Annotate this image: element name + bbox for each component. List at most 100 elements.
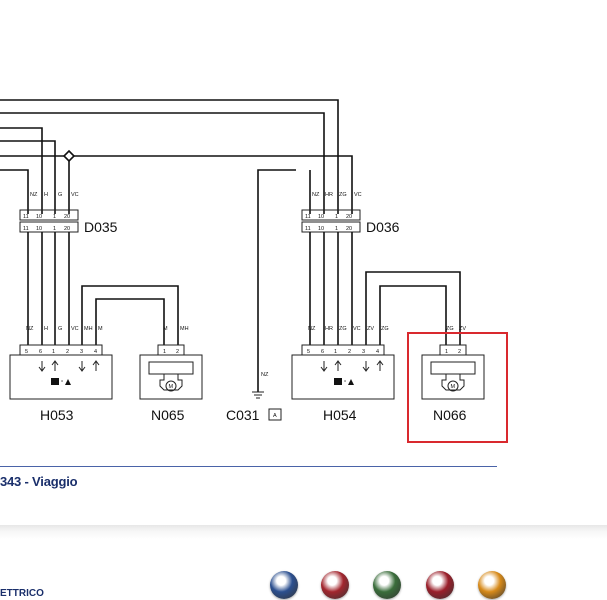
arrow-up-icon bbox=[376, 360, 384, 371]
d036-bottom-pin: 1 bbox=[335, 226, 338, 232]
wiring-diagram: 11 10 1 20 11 10 1 20 D035 NZ H G VC NZ … bbox=[0, 99, 508, 443]
fiat-professional-logo[interactable] bbox=[426, 571, 454, 599]
splice-d035: 11 10 1 20 11 10 1 20 D035 bbox=[19, 209, 118, 235]
arrow-down-icon bbox=[38, 361, 46, 372]
d035-wire-label: VC bbox=[71, 192, 79, 198]
wire-loop bbox=[365, 271, 461, 345]
svg-text:M: M bbox=[169, 384, 174, 390]
d035-bottom-pin: 20 bbox=[64, 226, 70, 232]
d036-bottom-pin: 20 bbox=[346, 226, 352, 232]
c031-badge: A bbox=[273, 413, 277, 419]
motor-icon bbox=[165, 380, 177, 392]
n066-wire-label: ZV bbox=[459, 326, 466, 332]
h054-wire-label: ZG bbox=[381, 326, 389, 332]
bus-wire-2 bbox=[0, 112, 325, 214]
d035-wire-label: H bbox=[44, 192, 48, 198]
n065-wire-label: M bbox=[163, 326, 168, 332]
caption-divider bbox=[0, 466, 497, 467]
n065-pin: 2 bbox=[176, 349, 179, 355]
h053-pin: 6 bbox=[39, 349, 42, 355]
h053-pin: 3 bbox=[80, 349, 83, 355]
component-n066: 1 2 M N066 bbox=[421, 344, 485, 423]
diagram-caption[interactable]: 343 - Viaggio bbox=[0, 474, 78, 489]
h054-wire-label: ZG bbox=[339, 326, 347, 332]
h053-wire-label: M bbox=[98, 326, 103, 332]
h053-wire-label: H bbox=[44, 326, 48, 332]
wire-loop bbox=[81, 285, 179, 345]
d035-top-pin: 20 bbox=[64, 214, 70, 220]
wire bbox=[257, 169, 296, 392]
h053-pin: 2 bbox=[66, 349, 69, 355]
mirror-heater-icon: ° bbox=[334, 378, 354, 386]
component-h054: 5 6 1 2 3 4 ° H054 bbox=[291, 344, 395, 423]
n066-code: N066 bbox=[433, 407, 467, 423]
d036-top-pin: 20 bbox=[346, 214, 352, 220]
d036-top-pin: 10 bbox=[318, 214, 324, 220]
n066-wire-label: ZG bbox=[446, 326, 454, 332]
d036-top-pin: 11 bbox=[305, 214, 311, 220]
n066-pin: 2 bbox=[458, 349, 461, 355]
lancia-logo[interactable] bbox=[270, 571, 298, 599]
h053-wire-label: G bbox=[58, 326, 62, 332]
h053-pin: 5 bbox=[25, 349, 28, 355]
fiat-logo[interactable] bbox=[321, 571, 349, 599]
h053-pin: 1 bbox=[52, 349, 55, 355]
bus-wire-1 bbox=[0, 99, 339, 214]
d035-top-pin: 10 bbox=[36, 214, 42, 220]
c031-wire-label: NZ bbox=[261, 372, 269, 378]
d035-wire-label: G bbox=[58, 192, 62, 198]
n066-pin: 1 bbox=[445, 349, 448, 355]
h053-wire-label: MH bbox=[84, 326, 93, 332]
h054-pin: 2 bbox=[348, 349, 351, 355]
c031-badge-box bbox=[268, 408, 282, 421]
d036-wire-label: HR bbox=[325, 192, 333, 198]
svg-text:°: ° bbox=[61, 380, 63, 386]
h054-pin: 1 bbox=[334, 349, 337, 355]
d035-bottom-pin: 11 bbox=[23, 226, 29, 232]
d036-wire-label: NZ bbox=[312, 192, 320, 198]
svg-text:M: M bbox=[451, 384, 456, 390]
wire-loop bbox=[95, 298, 165, 345]
d035-code: D035 bbox=[84, 219, 118, 235]
h054-wire-label: VC bbox=[353, 326, 361, 332]
arrow-down-icon bbox=[78, 361, 86, 372]
d036-wire-label: VC bbox=[354, 192, 362, 198]
selection-highlight bbox=[407, 332, 508, 443]
footer-label[interactable]: ETTRICO bbox=[0, 588, 44, 599]
h054-pin: 4 bbox=[376, 349, 379, 355]
abarth-logo[interactable] bbox=[478, 571, 506, 599]
bus-wire-3 bbox=[0, 127, 43, 214]
d035-top-pin: 1 bbox=[53, 214, 56, 220]
d036-wire-label: ZG bbox=[339, 192, 347, 198]
c031-code: C031 bbox=[226, 407, 260, 423]
n065-pin: 1 bbox=[163, 349, 166, 355]
arrow-down-icon bbox=[362, 361, 370, 372]
arrow-up-icon bbox=[51, 360, 59, 371]
arrow-down-icon bbox=[320, 361, 328, 372]
h054-wire-label: NZ bbox=[308, 326, 316, 332]
wire-loop bbox=[379, 285, 447, 345]
arrow-up-icon bbox=[334, 360, 342, 371]
arrow-up-icon bbox=[92, 360, 100, 371]
h053-code: H053 bbox=[40, 407, 74, 423]
d035-bottom-pin: 10 bbox=[36, 226, 42, 232]
component-n065: 1 2 M N065 bbox=[139, 344, 203, 423]
svg-text:°: ° bbox=[344, 380, 346, 386]
h054-code: H054 bbox=[323, 407, 357, 423]
motor-icon bbox=[447, 380, 459, 392]
d036-bottom-pin: 11 bbox=[305, 226, 311, 232]
h053-wire-label: VC bbox=[71, 326, 79, 332]
d036-code: D036 bbox=[366, 219, 400, 235]
mirror-heater-icon: ° bbox=[51, 378, 71, 386]
h054-pin: 3 bbox=[362, 349, 365, 355]
h054-wire-label: HR bbox=[325, 326, 333, 332]
splice-node bbox=[62, 149, 76, 163]
h053-wire-label: NZ bbox=[26, 326, 34, 332]
alfa-romeo-logo[interactable] bbox=[373, 571, 401, 599]
component-h053: 5 6 1 2 3 4 ° H053 bbox=[9, 344, 113, 423]
footer bbox=[0, 525, 607, 600]
d035-top-pin: 11 bbox=[23, 214, 29, 220]
d036-top-pin: 1 bbox=[335, 214, 338, 220]
bus-wire-4 bbox=[0, 140, 56, 214]
n065-code: N065 bbox=[151, 407, 185, 423]
